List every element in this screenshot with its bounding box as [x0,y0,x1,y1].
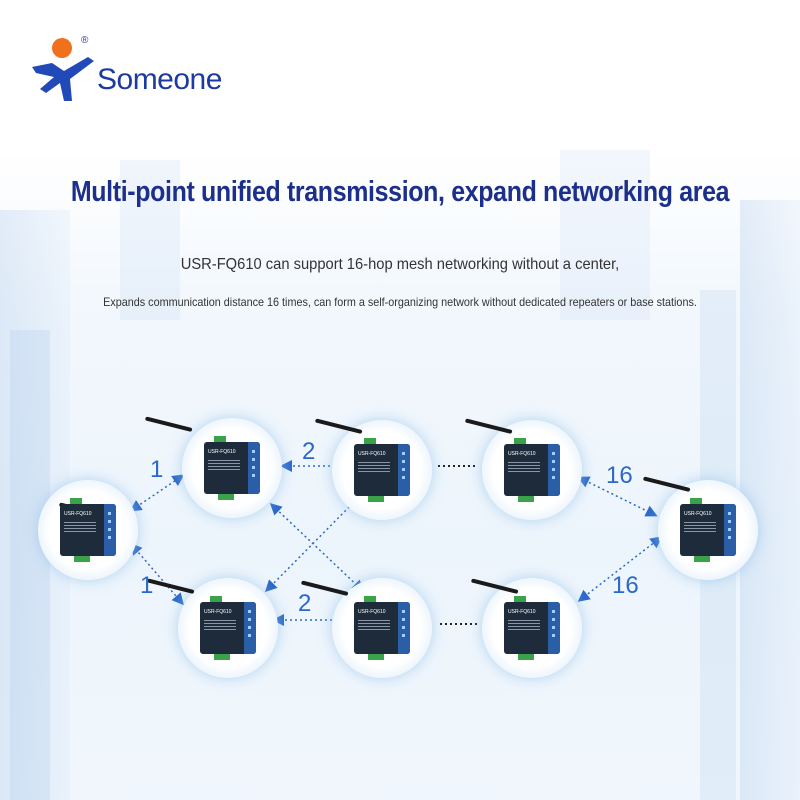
device-node-top-15: USR-FQ610 [464,418,582,520]
hop-label-top-16: 16 [606,462,633,489]
hop-label-bottom-2: 2 [298,590,312,617]
device-node-top-1: USR-FQ610 [144,416,282,518]
device-node-bottom-15: USR-FQ610 [470,578,582,678]
device-unit: USR-FQ610 [497,438,567,502]
device-label: USR-FQ610 [358,609,386,615]
page-subtitle: USR-FQ610 can support 16-hop mesh networ… [180,256,620,273]
device-label: USR-FQ610 [508,609,536,615]
link-right-bottom [577,536,663,602]
link-right-top [577,476,658,517]
device-node-destination: USR-FQ610 [642,476,758,580]
hop-label-bottom-1: 1 [140,572,154,599]
device-label: USR-FQ610 [208,449,236,455]
registered-mark: ® [81,35,89,46]
brand-logo: ® Someone [30,35,230,105]
device-unit: USR-FQ610 [347,596,417,660]
device-node-bottom-2: USR-FQ610 [300,578,432,678]
device-node-bottom-1: USR-FQ610 [146,578,278,678]
page-title: Multi-point unified transmission, expand… [70,176,730,208]
device-node-source: USR-FQ610 [38,480,138,580]
device-unit: USR-FQ610 [53,498,123,562]
link-cross-down [269,502,365,593]
device-label: USR-FQ610 [358,451,386,457]
link-cross-up [264,495,361,593]
device-unit: USR-FQ610 [347,438,417,502]
device-label: USR-FQ610 [64,511,92,517]
device-unit: USR-FQ610 [197,436,267,500]
hop-label-top-1: 1 [150,456,164,483]
logo-figure-icon [32,38,94,101]
building-right [740,200,800,800]
device-label: USR-FQ610 [204,609,232,615]
device-unit: USR-FQ610 [193,596,263,660]
building-far-right [560,150,650,320]
device-node-top-2: USR-FQ610 [314,418,432,520]
page-description: Expands communication distance 16 times,… [103,295,697,309]
device-label: USR-FQ610 [508,451,536,457]
device-unit: USR-FQ610 [497,596,567,660]
hop-label-bottom-16: 16 [612,572,639,599]
hop-label-top-2: 2 [302,438,316,465]
device-label: USR-FQ610 [684,511,712,517]
link-left-top [129,474,185,512]
building-far-left [120,160,180,320]
device-unit: USR-FQ610 [673,498,743,562]
building-left-inner [10,330,50,800]
brand-name: Someone [97,63,222,96]
